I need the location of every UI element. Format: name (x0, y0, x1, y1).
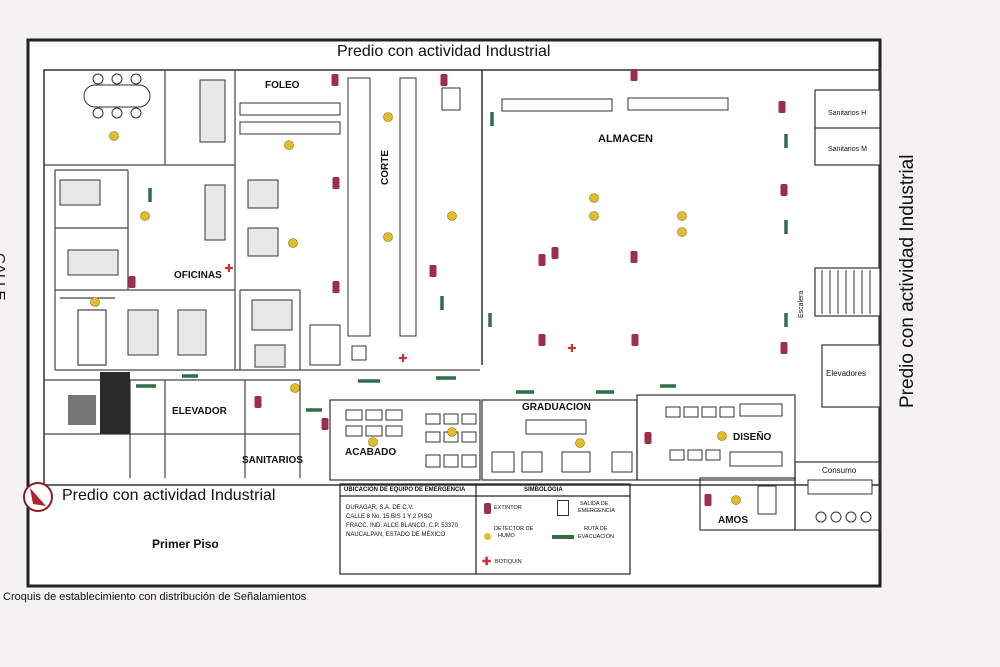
room-foleo: FOLEO (265, 80, 300, 91)
legend-detector-1: DETECTOR DE (494, 526, 534, 532)
smoke-detector-icon (109, 131, 119, 141)
room-elevador: ELEVADOR (172, 406, 227, 417)
legend-smoke-detector-icon (484, 533, 491, 540)
legend-box (339, 483, 631, 575)
extinguisher-icon (429, 265, 437, 277)
room-consumo: Consumo (822, 466, 857, 475)
legend-extintor: EXTINTOR (494, 505, 522, 511)
office-walls (44, 70, 480, 478)
legend-ruta-2: EVACUACIÓN (578, 534, 614, 540)
building-outline (26, 38, 882, 588)
smoke-detector-icon (284, 140, 294, 150)
smoke-detector-icon (717, 431, 727, 441)
smoke-detector-icon (589, 193, 599, 203)
conference-table (83, 73, 151, 119)
extinguisher-icon (332, 281, 340, 293)
first-aid-icon: ✚ (398, 352, 407, 365)
extinguisher-icon (551, 247, 559, 259)
foleo-tables (239, 102, 341, 135)
legend-salida-2: EMERGENCIA (578, 508, 615, 514)
extinguisher-icon (538, 334, 546, 346)
smoke-detector-icon (677, 227, 687, 237)
extinguisher-icon (778, 101, 786, 113)
legend-emergency-exit-icon (557, 500, 569, 516)
top-neighbor-label: Predio con actividad Industrial (337, 43, 551, 60)
office-desks (59, 79, 293, 368)
room-sanitarios: SANITARIOS (242, 455, 303, 466)
room-corte: CORTE (380, 150, 391, 185)
extinguisher-icon (254, 396, 262, 408)
smoke-detector-icon (589, 211, 599, 221)
bottom-neighbor-label: Predio con actividad Industrial (62, 487, 276, 504)
extinguisher-icon (128, 276, 136, 288)
extinguisher-icon (630, 69, 638, 81)
extinguisher-icon (704, 494, 712, 506)
extinguisher-icon (780, 184, 788, 196)
smoke-detector-icon (288, 238, 298, 248)
corte-tables (347, 77, 417, 337)
extinguisher-icon (332, 177, 340, 189)
smoke-detector-icon (290, 383, 300, 393)
extinguisher-icon (631, 334, 639, 346)
room-acabado: ACABADO (345, 447, 397, 458)
room-diseno: DISEÑO (733, 432, 772, 443)
smoke-detector-icon (677, 211, 687, 221)
service-block (814, 89, 881, 408)
room-oficinas: OFICINAS (174, 270, 222, 281)
legend-symbology-title: SIMBOLOGIA (524, 487, 563, 493)
extinguisher-icon (630, 251, 638, 263)
legend-location-title: UBICACIÓN DE EQUIPO DE EMERGENCIA (344, 487, 466, 493)
legend-detector-2: HUMO (498, 533, 515, 539)
stair-steps (821, 270, 871, 314)
room-sanitarios-m: Sanitarios M (828, 146, 867, 153)
machine (309, 324, 341, 366)
room-escalera: Escalera (798, 290, 805, 318)
legend-company: DURAGAR, S.A. DE C.V. (346, 505, 414, 511)
stair-block-2 (68, 395, 96, 425)
smoke-detector-icon (575, 438, 585, 448)
legend-extinguisher-icon (484, 503, 491, 514)
room-almacen: ALMACEN (598, 133, 653, 145)
room-sanitarios-h: Sanitarios H (828, 110, 867, 117)
legend-salida-1: SALIDA DE (580, 501, 609, 507)
legend-botiquin: BOTIQUIN (495, 559, 522, 565)
almacen-racks (501, 97, 729, 112)
room-graduacion: GRADUACION (522, 402, 591, 413)
room-elevadores: Elevadores (826, 369, 867, 378)
legend-address-3: NAUCALPAN, ESTADO DE MÉXICO (346, 532, 446, 538)
extinguisher-icon (440, 74, 448, 86)
smoke-detector-icon (90, 297, 100, 307)
legend-address-2: FRACC. IND. ALCE BLANCO, C.P. 53370 (346, 523, 458, 529)
street-label: CALLE (0, 253, 8, 301)
right-neighbor-label: Predio con actividad Industrial (897, 154, 918, 408)
consumo-tables (807, 479, 873, 523)
smoke-detector-icon (383, 232, 393, 242)
workshop-walls (329, 394, 881, 531)
north-arrow-icon (23, 482, 53, 512)
legend-evacuation-route-icon (552, 535, 574, 539)
stair-block (100, 372, 130, 434)
smoke-detector-icon (383, 112, 393, 122)
legend-first-aid-icon: ✚ (482, 556, 492, 568)
legend-address-1: CALLE 8 No. 15 BIS 1 Y 2 PISO (346, 514, 433, 520)
first-aid-icon: ✚ (224, 262, 233, 275)
extinguisher-icon (331, 74, 339, 86)
extinguisher-icon (644, 432, 652, 444)
smoke-detector-icon (447, 427, 457, 437)
extinguisher-icon (538, 254, 546, 266)
smoke-detector-icon (368, 437, 378, 447)
room-amos: AMOS (718, 515, 748, 526)
extinguisher-icon (321, 418, 329, 430)
smoke-detector-icon (731, 495, 741, 505)
first-aid-icon: ✚ (567, 342, 576, 355)
caption: Croquis de establecimiento con distribuc… (3, 591, 307, 603)
smoke-detector-icon (447, 211, 457, 221)
floor-label: Primer Piso (152, 537, 219, 551)
legend-ruta-1: RUTA DE (584, 526, 608, 532)
smoke-detector-icon (140, 211, 150, 221)
workshop-tables (345, 403, 783, 515)
extinguisher-icon (780, 342, 788, 354)
